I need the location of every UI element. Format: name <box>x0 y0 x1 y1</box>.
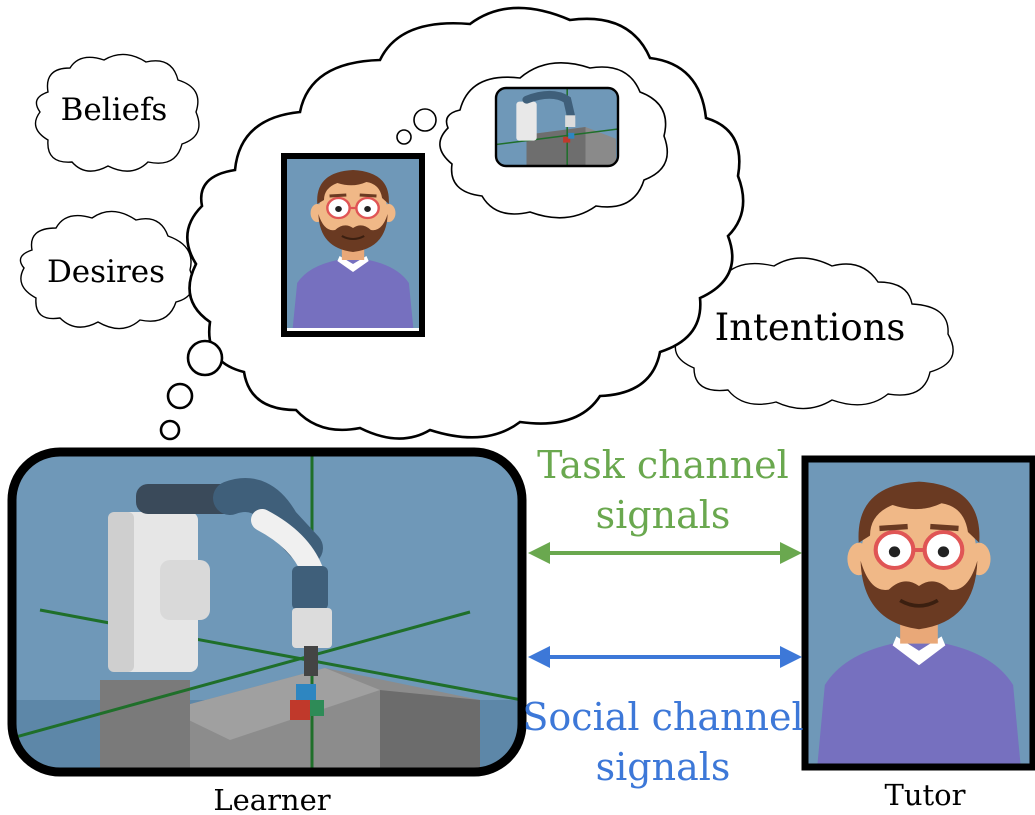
task-channel-arrow <box>528 542 802 564</box>
desires-cloud <box>19 210 194 330</box>
beliefs-label: Beliefs <box>61 92 168 128</box>
trail-bubble-small <box>159 419 181 441</box>
learner-caption: Learner <box>213 783 330 815</box>
task-channel-label-line2: signals <box>596 493 731 537</box>
trail-bubble-medium <box>166 382 194 410</box>
tutor-portrait-panel <box>801 455 1035 771</box>
beliefs-cloud <box>34 53 200 172</box>
trail-bubble-large <box>186 339 224 377</box>
social-channel-label-line1: Social channel <box>522 695 803 739</box>
thought-bubble-tiny <box>396 129 412 145</box>
desires-label: Desires <box>47 254 165 290</box>
imagined-tutor-portrait <box>281 153 425 337</box>
tutor-caption: Tutor <box>885 778 966 812</box>
main-thought-cloud <box>186 6 745 440</box>
social-channel-arrow <box>528 646 802 668</box>
intentions-label: Intentions <box>715 306 906 349</box>
intentions-cloud <box>674 257 954 410</box>
imagined-robot-thumbnail <box>494 86 620 168</box>
thought-bubble-small <box>413 108 437 132</box>
learner-robot-panel <box>7 447 527 777</box>
task-channel-label-line1: Task channel <box>537 443 789 487</box>
social-channel-label-line2: signals <box>596 745 731 789</box>
